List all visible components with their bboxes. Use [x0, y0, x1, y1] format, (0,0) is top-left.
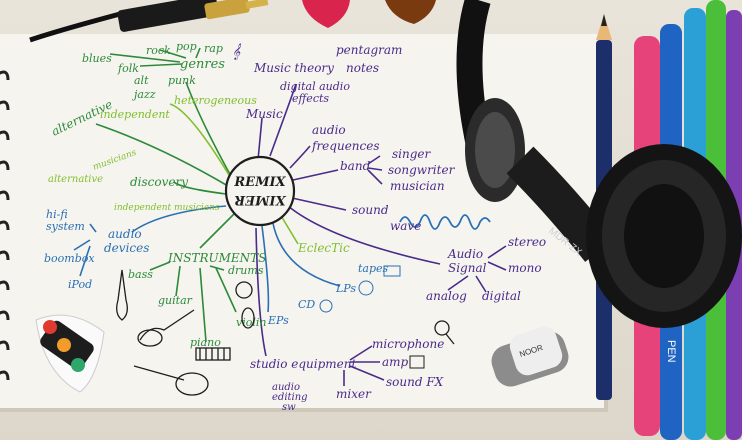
- genre-punk: punk: [168, 74, 196, 87]
- headphones: MDR-ZX: [456, 0, 742, 328]
- instrument-bass: bass: [128, 268, 153, 281]
- genre-alt: alt: [134, 74, 149, 87]
- label-cd: CD: [298, 298, 315, 311]
- spiral-binding: [0, 70, 10, 381]
- studio-mixer: mixer: [336, 387, 372, 401]
- mindmap-lines: [73, 47, 507, 386]
- signal-digital: digital: [482, 289, 521, 303]
- instrument-piano: piano: [190, 336, 221, 349]
- label-alternative-2: alternative: [48, 174, 103, 185]
- signal-mono: mono: [508, 261, 542, 275]
- label-audio-editing-3: sw: [282, 402, 296, 413]
- instrument-drums: drums: [228, 264, 264, 277]
- genre-pop: pop: [176, 40, 197, 53]
- label-studio-equipment: studio equipment: [250, 357, 357, 371]
- vinyl-icon: [358, 280, 374, 296]
- genre-blues: blues: [82, 52, 112, 65]
- band-songwriter: songwriter: [388, 163, 456, 177]
- label-audio-editing-2: editing: [272, 392, 308, 403]
- pen-brand-label: PEN: [665, 340, 677, 363]
- studio-amp: amp: [382, 355, 409, 369]
- cd-icon: [319, 299, 333, 313]
- label-frequences: frequences: [311, 139, 380, 153]
- band-musician: musician: [390, 179, 445, 193]
- label-audio: audio: [312, 123, 346, 137]
- studio-microphone: microphone: [372, 337, 444, 351]
- traffic-light-pick: [35, 314, 105, 393]
- label-band: band: [340, 159, 371, 173]
- amp-doodle: [409, 355, 425, 369]
- guitar-pick-tortoise: [385, 0, 436, 24]
- studio-sound-fx: sound FX: [386, 375, 444, 389]
- label-independent: independent: [100, 108, 170, 121]
- center-circle: [224, 155, 296, 227]
- microphone-doodle: [434, 320, 455, 345]
- guitar-pick-red: [302, 0, 350, 28]
- tape-icon: [383, 265, 401, 277]
- label-hifi-system: system: [46, 220, 85, 233]
- label-audio-devices-1: audio: [108, 227, 142, 241]
- label-audio-devices-2: devices: [104, 241, 149, 255]
- label-music-theory: Music theory: [253, 61, 334, 75]
- clef-icon: 𝄞: [232, 43, 242, 61]
- label-digital-audio: digital audio: [280, 80, 350, 93]
- label-hifi: hi-fi: [46, 208, 68, 221]
- label-lps: LPs: [335, 282, 356, 295]
- sound-wave-scribble: [399, 214, 491, 230]
- genre-rap: rap: [204, 42, 223, 55]
- band-singer: singer: [392, 147, 432, 161]
- label-audio-signal-2: Signal: [448, 261, 487, 275]
- label-effects: effects: [292, 92, 329, 105]
- label-tapes: tapes: [358, 262, 389, 275]
- label-discovery: discovery: [130, 175, 188, 189]
- label-music: Music: [245, 107, 283, 121]
- label-audio-editing-1: audio: [272, 382, 300, 393]
- label-boombox: boombox: [44, 252, 95, 265]
- eraser: NOOR: [491, 326, 569, 387]
- label-wave: wave: [390, 219, 421, 233]
- center-remix: REMIX: [233, 175, 286, 190]
- label-ipod: iPod: [68, 278, 92, 291]
- label-notes: notes: [346, 61, 379, 75]
- center-ximer: XIMER: [234, 192, 286, 207]
- label-audio-signal-1: Audio: [447, 247, 483, 261]
- signal-analog: analog: [426, 289, 467, 303]
- label-instruments: INSTRUMENTS: [167, 251, 266, 265]
- signal-stereo: stereo: [508, 235, 546, 249]
- genre-folk: folk: [117, 62, 139, 75]
- label-independent-musicians: independent musicians: [114, 203, 220, 213]
- label-genres: genres: [180, 57, 225, 72]
- label-heterogeneous: heterogeneous: [174, 94, 257, 107]
- genre-rock: rock: [146, 44, 171, 57]
- audio-jack-cable: [29, 0, 269, 43]
- label-eclectic: EclecTic: [297, 241, 350, 255]
- label-eps: EPs: [267, 314, 289, 327]
- genre-jazz: jazz: [131, 88, 156, 101]
- label-sound: sound: [352, 203, 389, 217]
- instrument-doodles: [116, 269, 255, 396]
- label-pentagram: pentagram: [336, 43, 402, 57]
- instrument-guitar: guitar: [158, 294, 193, 307]
